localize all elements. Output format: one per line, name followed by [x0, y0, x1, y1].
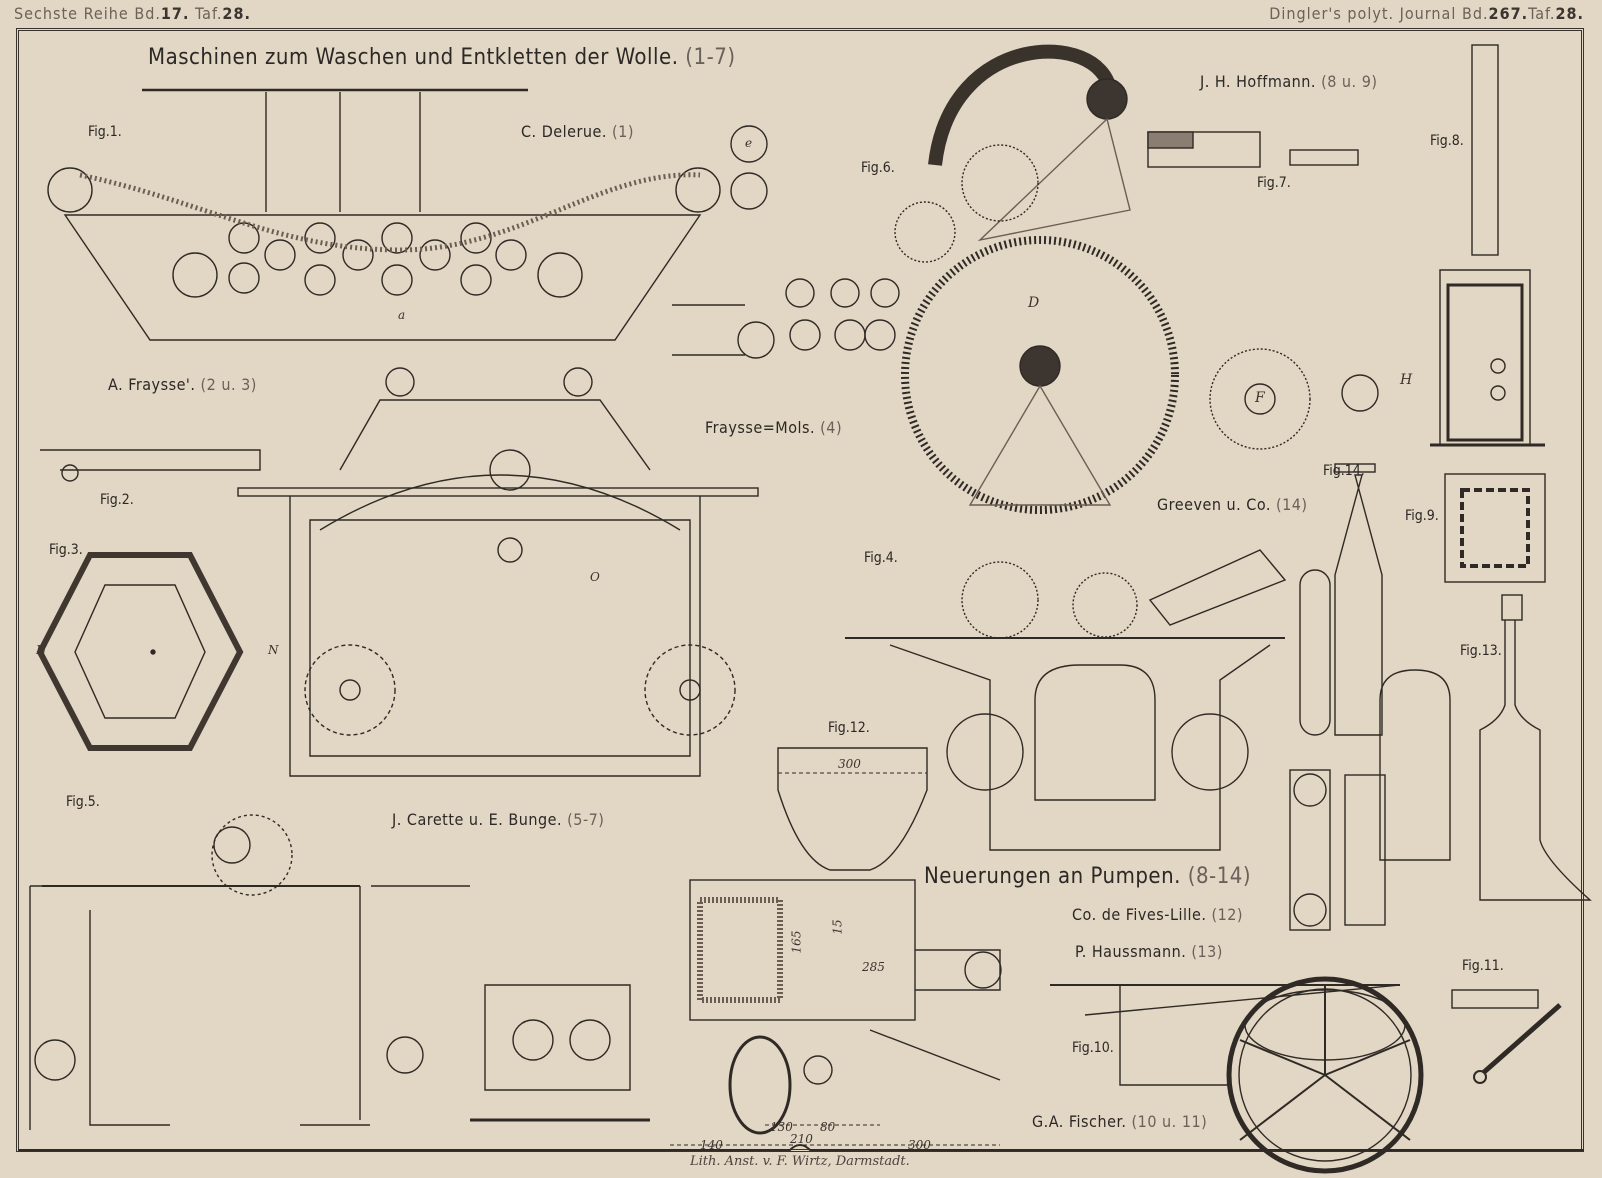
part-letter: N — [36, 643, 47, 657]
fig-label-8: Fig.8. — [1430, 133, 1464, 149]
fig13-pump-vessel — [1289, 594, 1592, 931]
maker-haussmann: P. Haussmann. (13) — [1075, 942, 1223, 961]
fig-label-6: Fig.6. — [861, 160, 895, 176]
fig-label-9: Fig.9. — [1405, 508, 1439, 524]
maker-name: A. Fraysse'. — [108, 375, 196, 394]
section-title-text: Neuerungen an Pumpen. — [924, 864, 1181, 889]
part-letter: N — [268, 643, 279, 657]
plate-label: Taf. — [1528, 4, 1556, 23]
lithographer-credit: Lith. Anst. v. F. Wirtz, Darmstadt. — [690, 1154, 910, 1169]
dim-80: 80 — [820, 1120, 836, 1134]
maker-fraysse-mols: Fraysse=Mols. (4) — [705, 418, 842, 437]
dim-285: 285 — [862, 960, 885, 974]
fig-label-10: Fig.10. — [1072, 1040, 1114, 1056]
section-title-wool-machines: Maschinen zum Waschen und Entkletten der… — [148, 45, 736, 70]
maker-name: Fraysse=Mols. — [705, 418, 816, 437]
plate-label: Taf. — [194, 4, 223, 23]
figure-range: (4) — [820, 418, 843, 437]
figure-range: (13) — [1191, 942, 1223, 961]
maker-hoffmann: J. H. Hoffmann. (8 u. 9) — [1200, 72, 1377, 91]
fig-label-14: Fig.14. — [1323, 463, 1365, 479]
part-letter: F — [1255, 390, 1265, 406]
volume-label: Bd. — [1461, 4, 1489, 23]
fig-label-3: Fig.3. — [49, 542, 83, 558]
dim-130: 130 — [770, 1120, 793, 1134]
maker-carette-bunge: J. Carette u. E. Bunge. (5-7) — [392, 810, 604, 829]
maker-name: G.A. Fischer. — [1032, 1112, 1127, 1131]
figure-range: (5-7) — [567, 810, 605, 829]
fig2-fraysse-machine — [40, 367, 759, 777]
volume-label: Bd. — [134, 4, 161, 23]
journal-name: Dingler's polyt. Journal — [1269, 4, 1457, 23]
fig-label-12: Fig.12. — [828, 720, 870, 736]
figure-range: (1) — [612, 122, 634, 141]
fig10-cart-pump — [1050, 976, 1424, 1174]
fig12-pump-section — [670, 747, 1002, 1146]
dim-165: 165 — [789, 930, 804, 954]
figure-range: (10 u. 11) — [1131, 1112, 1208, 1131]
section-title-text: Maschinen zum Waschen und Entkletten der… — [148, 45, 679, 70]
maker-name: Co. de Fives-Lille. — [1072, 905, 1207, 924]
fig-label-7: Fig.7. — [1257, 175, 1291, 191]
fig5-carette-bunge-machine — [29, 814, 650, 1130]
figure-range: (8 u. 9) — [1321, 72, 1378, 91]
maker-name: Greeven u. Co. — [1157, 495, 1271, 514]
fig4-fraysse-mols-machine — [845, 549, 1287, 851]
part-letter: e — [745, 136, 753, 150]
volume-number: 17. — [160, 4, 190, 23]
figure-range: (2 u. 3) — [200, 375, 257, 394]
fig-label-13: Fig.13. — [1460, 643, 1502, 659]
fig3-hexagonal-drum — [36, 552, 244, 751]
part-letter: D — [1028, 295, 1040, 311]
maker-fives-lille: Co. de Fives-Lille. (12) — [1072, 905, 1243, 924]
plate-header-right: Dingler's polyt. Journal Bd.267.Taf.28. — [1269, 4, 1584, 23]
maker-name: J. Carette u. E. Bunge. — [392, 810, 563, 829]
maker-fischer: G.A. Fischer. (10 u. 11) — [1032, 1112, 1207, 1131]
maker-name: P. Haussmann. — [1075, 942, 1187, 961]
maker-greeven: Greeven u. Co. (14) — [1157, 495, 1308, 514]
maker-fraysse: A. Fraysse'. (2 u. 3) — [108, 375, 257, 394]
plate-border — [16, 28, 1584, 1152]
plate-header-left: Sechste Reihe Bd.17. Taf.28. — [14, 4, 251, 23]
fig9-pump-plan — [1444, 473, 1546, 583]
part-letter: a — [398, 308, 406, 322]
part-letter: H — [1400, 372, 1413, 388]
maker-name: J. H. Hoffmann. — [1200, 72, 1316, 91]
fig6-burr-drum — [672, 44, 1379, 514]
fig1-wool-washer — [47, 88, 768, 341]
series-label: Sechste Reihe — [14, 4, 129, 23]
volume-number: 267. — [1488, 4, 1529, 23]
fig-label-2: Fig.2. — [100, 492, 134, 508]
fig-label-5: Fig.5. — [66, 794, 100, 810]
dim-15: 15 — [830, 919, 845, 935]
figure-range: (8-14) — [1187, 864, 1252, 889]
dim-210: 210 — [790, 1132, 813, 1146]
fig7-comb-bar — [1147, 131, 1359, 168]
fig-label-11: Fig.11. — [1462, 958, 1504, 974]
dim-140: 140 — [700, 1138, 723, 1152]
plate-number: 28. — [222, 4, 251, 23]
maker-name: C. Delerue. — [521, 122, 607, 141]
fig8-pump-section — [1430, 44, 1545, 447]
fig-label-1: Fig.1. — [88, 124, 122, 140]
dim-300: 300 — [908, 1138, 931, 1152]
part-letter: O — [590, 570, 600, 584]
figure-range: (14) — [1276, 495, 1308, 514]
plate-number: 28. — [1555, 4, 1584, 23]
fig-label-4: Fig.4. — [864, 550, 898, 566]
figure-range: (1-7) — [685, 45, 736, 70]
dim-hopper-width: 300 — [838, 757, 861, 771]
maker-delerue: C. Delerue. (1) — [521, 122, 634, 141]
fig11-lever — [1451, 989, 1562, 1084]
figure-range: (12) — [1211, 905, 1244, 924]
fig14-air-chamber — [1299, 463, 1383, 736]
section-title-pump-innovations: Neuerungen an Pumpen. (8-14) — [924, 864, 1251, 889]
